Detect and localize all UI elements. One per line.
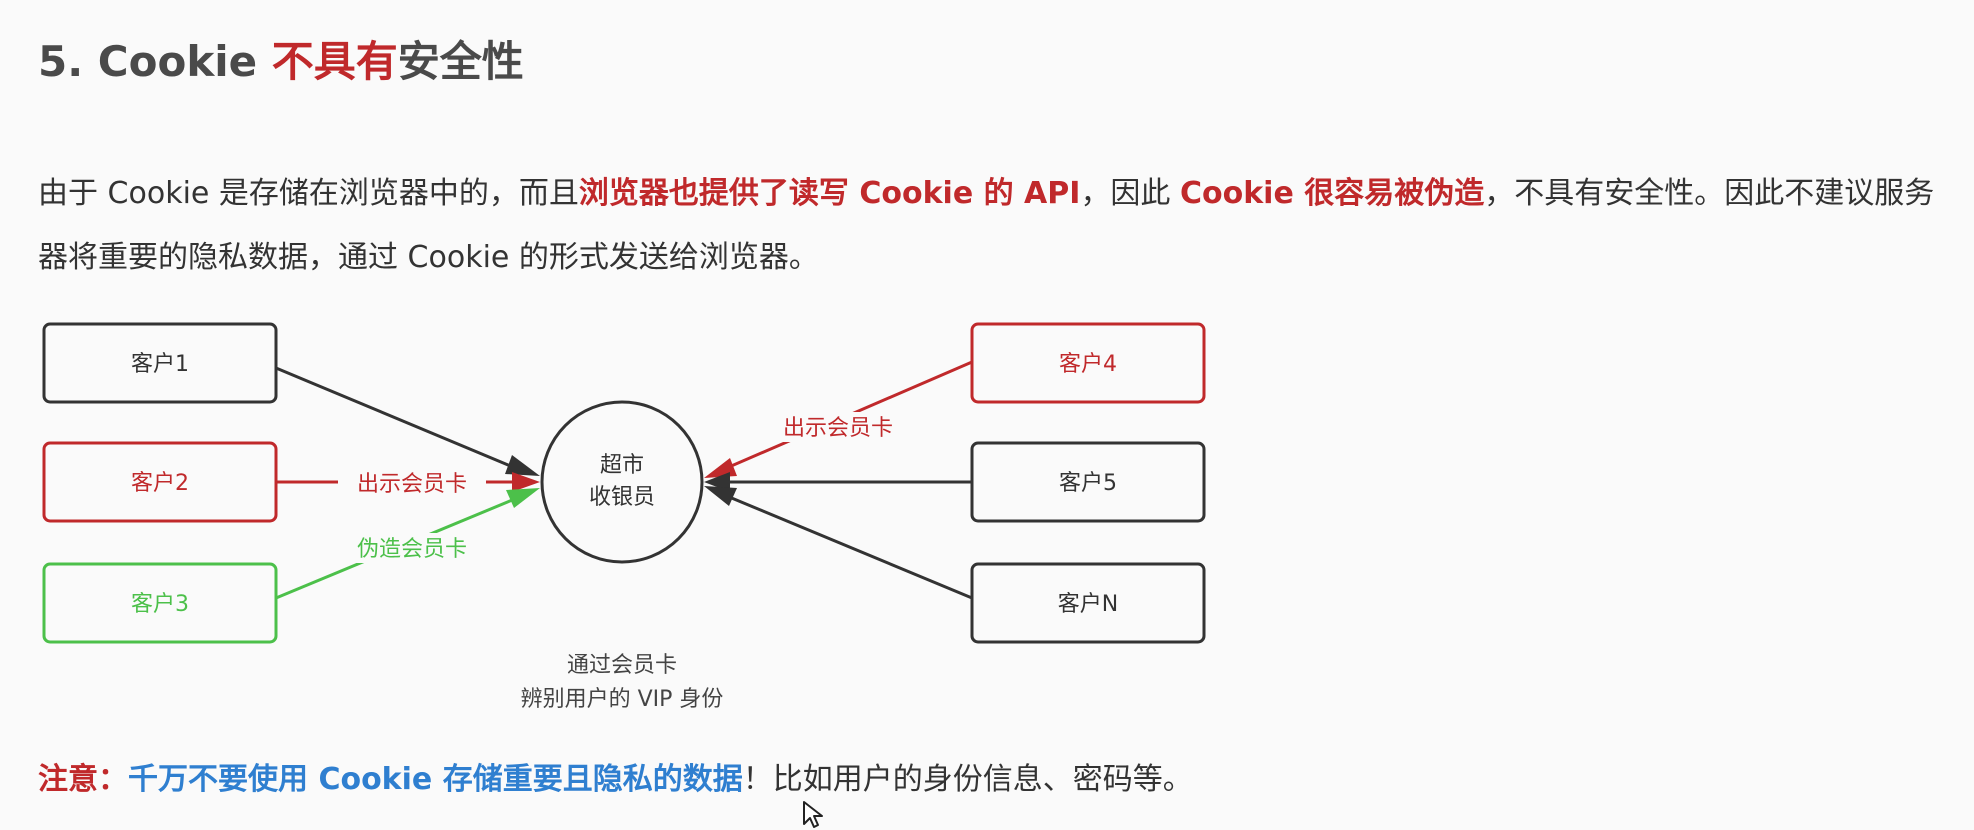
para-text-2: ，因此	[1080, 176, 1180, 211]
customer-5-label: 客户5	[1059, 471, 1117, 496]
title-suffix: 安全性	[397, 37, 524, 86]
section-title: 5. Cookie 不具有安全性	[38, 28, 524, 89]
edge-label-bg-forge	[338, 533, 486, 563]
arrowhead-customerN	[704, 486, 737, 506]
title-prefix: 5. Cookie	[38, 37, 272, 86]
customer-1-box	[42, 322, 278, 404]
arrowhead-customer2	[512, 472, 540, 492]
warning-note: 注意：千万不要使用 Cookie 存储重要且隐私的数据！比如用户的身份信息、密码…	[38, 756, 1938, 804]
customer-4-label: 客户4	[1059, 352, 1117, 377]
customer-1-label: 客户1	[131, 352, 189, 377]
note-rest: ！比如用户的身份信息、密码等。	[742, 762, 1193, 797]
cashier-label-line2: 收银员	[589, 485, 655, 510]
edge-label-bg-right	[764, 412, 912, 442]
edge-label-bg-left	[338, 468, 486, 498]
cashier-node	[540, 400, 704, 564]
edge-customer1	[275, 366, 521, 472]
customer-5-box	[970, 441, 1206, 523]
diagram-caption-line1: 通过会员卡	[567, 653, 677, 678]
edge-customerN	[721, 492, 973, 600]
para-highlight-1: 浏览器也提供了读写 Cookie 的 API	[578, 176, 1081, 211]
cashier-label-line1: 超市	[600, 453, 644, 478]
customer-3-label: 客户3	[131, 592, 189, 617]
edge-label-show-card-left: 出示会员卡	[357, 472, 467, 497]
customer-n-label: 客户N	[1058, 592, 1118, 617]
arrowhead-customer1	[505, 455, 540, 476]
customer-4-box	[970, 322, 1206, 404]
note-emphasis: 千万不要使用 Cookie 存储重要且隐私的数据	[128, 762, 743, 797]
arrowhead-customer3	[506, 488, 540, 508]
edge-label-forge-card: 伪造会员卡	[357, 537, 467, 562]
title-emphasis: 不具有	[271, 37, 398, 86]
edge-label-show-card-right: 出示会员卡	[783, 416, 893, 441]
description-paragraph: 由于 Cookie 是存储在浏览器中的，而且浏览器也提供了读写 Cookie 的…	[38, 162, 1938, 290]
customer-2-box	[42, 441, 278, 523]
arrowhead-customer4	[704, 458, 737, 478]
customer-3-box	[42, 562, 278, 644]
note-label: 注意：	[38, 762, 128, 797]
customer-2-label: 客户2	[131, 471, 189, 496]
para-text-1: 由于 Cookie 是存储在浏览器中的，而且	[38, 176, 579, 211]
para-highlight-2: Cookie 很容易被伪造	[1179, 176, 1485, 211]
diagram-caption-line2: 辨别用户的 VIP 身份	[521, 687, 724, 712]
customer-n-box	[970, 562, 1206, 644]
arrowhead-customer5	[704, 472, 730, 492]
para-text-3: ，不具有安全性。因此不建议服务器将重要的隐私数据，通过 Cookie 的形式发送…	[38, 176, 1935, 275]
